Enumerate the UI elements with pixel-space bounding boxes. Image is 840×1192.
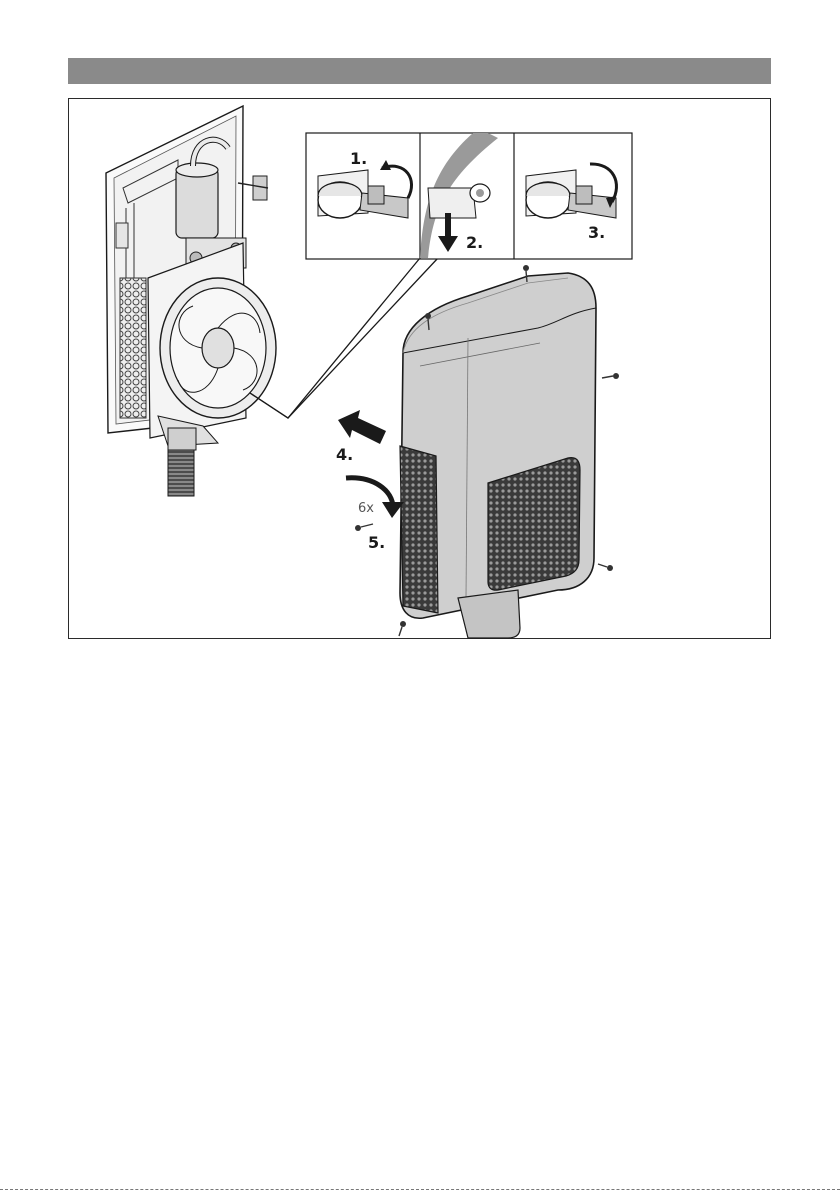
screw-icon bbox=[598, 564, 613, 571]
detail-strip: 1. 2. 3. bbox=[306, 133, 632, 259]
installation-illustration: 1. 2. 3. 4. 6x 5. bbox=[68, 98, 771, 639]
screw-count-label: 6x bbox=[358, 501, 374, 516]
section-header-bar bbox=[68, 58, 771, 84]
step-3-label: 3. bbox=[588, 223, 605, 242]
step-4-label: 4. bbox=[336, 445, 353, 464]
unit-internals bbox=[106, 106, 276, 496]
screw-icon bbox=[355, 524, 373, 531]
push-arrow-icon bbox=[338, 410, 386, 444]
step-2-label: 2. bbox=[466, 233, 483, 252]
step-1-label: 1. bbox=[350, 149, 367, 168]
screw-icon bbox=[399, 621, 406, 636]
page-footer-rule bbox=[0, 1189, 840, 1190]
screw-icon bbox=[602, 373, 619, 379]
step-5-label: 5. bbox=[368, 533, 385, 552]
